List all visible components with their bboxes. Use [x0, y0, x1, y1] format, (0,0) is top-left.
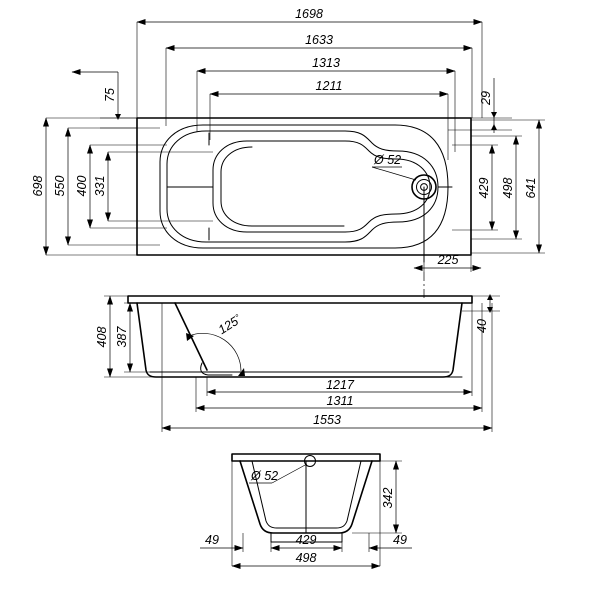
end-foot-frame [270, 532, 343, 543]
dim-label-29: 29 [479, 91, 493, 106]
side-backrest-base-fillet [200, 362, 233, 376]
end-drain-diameter-label: Ø 52 [250, 469, 278, 483]
end-drain-leader-line [271, 463, 308, 484]
plan-rim-inner-contour [159, 124, 449, 249]
dim-label-641: 641 [524, 178, 538, 199]
arrow-angle-end [238, 368, 245, 376]
arrow-29-down [491, 112, 497, 118]
plan-bowl-outer-contour [166, 130, 439, 243]
arrow-75-down [115, 114, 121, 120]
dim-label-1698: 1698 [295, 7, 323, 21]
side-rim-slab [127, 295, 473, 304]
dim-label-698: 698 [31, 176, 45, 197]
drain-leader-line [371, 166, 417, 181]
dim-label-387: 387 [115, 326, 129, 348]
plan-drain-diameter-label: Ø 52 [373, 153, 401, 167]
dim-label-49-right: 49 [393, 533, 407, 547]
dim-label-429-end: 429 [296, 533, 317, 547]
side-elevation-group: 125° 408 387 40 1217 1311 155 [95, 294, 500, 432]
dim-label-75: 75 [103, 88, 117, 102]
arrow-40-down [487, 307, 493, 313]
arrow-40-up [487, 294, 493, 300]
plan-outer-rim [136, 117, 472, 256]
dim-label-49-left: 49 [205, 533, 219, 547]
dim-label-1553: 1553 [313, 413, 341, 427]
arrow-angle-start [186, 333, 194, 341]
dim-label-498: 498 [501, 178, 515, 199]
dim-label-1633: 1633 [305, 33, 333, 47]
side-tub-body-profile [136, 302, 463, 378]
end-elevation-group: Ø 52 342 49 429 49 498 [200, 453, 412, 569]
plan-view-group: Ø 52 1698 1633 1313 1211 75 6 [31, 7, 545, 300]
dim-label-331: 331 [93, 176, 107, 197]
dim-label-1311: 1311 [327, 394, 354, 408]
dim-label-550: 550 [53, 176, 67, 197]
end-drain-circle [304, 455, 316, 467]
dim-label-225: 225 [437, 253, 459, 267]
dim-label-429: 429 [477, 178, 491, 199]
dim-label-498-end: 498 [296, 551, 317, 565]
dim-label-342: 342 [381, 488, 395, 509]
plan-bowl-seat-contour [220, 146, 345, 227]
dim-label-400: 400 [75, 176, 89, 197]
dim-label-1217: 1217 [326, 378, 355, 392]
angle-arc-125 [188, 332, 242, 372]
dim-label-1313: 1313 [312, 56, 340, 70]
angle-label-125: 125° [216, 312, 245, 337]
plan-bowl-inner-well [212, 140, 431, 233]
dim-label-1211: 1211 [316, 79, 343, 93]
dim-label-408: 408 [95, 327, 109, 348]
